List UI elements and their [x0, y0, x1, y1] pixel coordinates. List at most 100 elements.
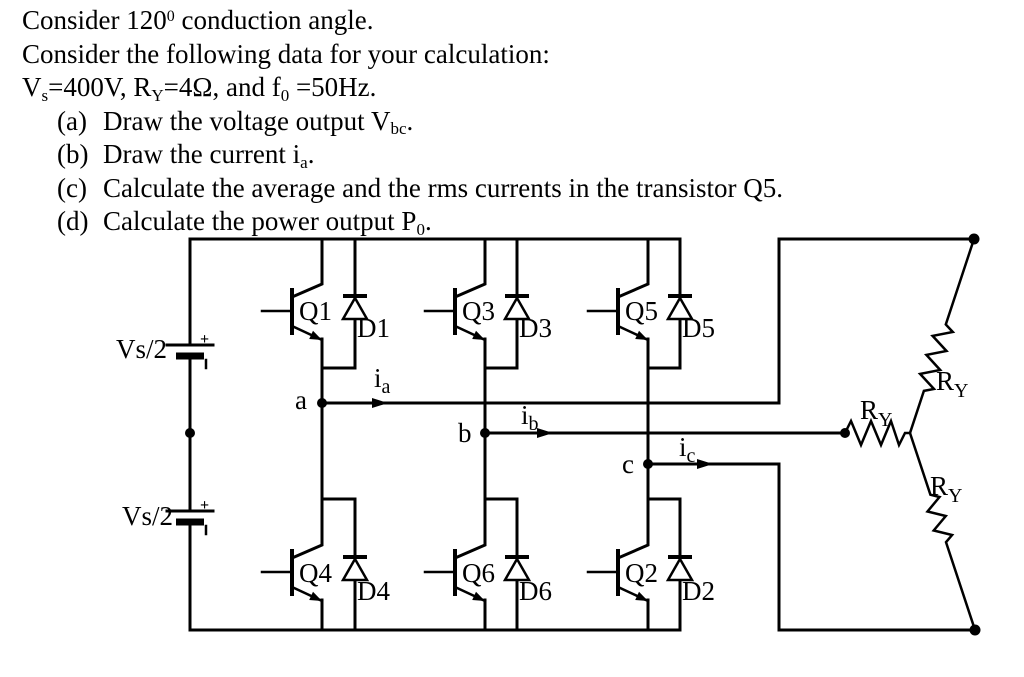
text-segment: . — [424, 206, 432, 236]
current-label-ib: ib — [521, 400, 539, 435]
item-label: (a) — [57, 105, 87, 136]
emitter-jog — [320, 337, 357, 370]
resistor-zigzag — [843, 417, 912, 449]
load-resistor-RY-bottom: RY — [908, 431, 977, 632]
diode-triangle-icon — [340, 295, 370, 321]
text-segment: Calculate the average and the rms curren… — [103, 172, 784, 203]
diode-label-D1: D1 — [357, 313, 390, 343]
transistor-label-Q1: Q1 — [299, 296, 332, 326]
subscript: a — [300, 152, 308, 172]
text-segment: . — [406, 105, 414, 136]
freewheel-diode-D3: D3 — [502, 237, 552, 370]
resistor-zigzag — [908, 431, 977, 632]
diode-label-D3: D3 — [519, 313, 552, 343]
diode-triangle-icon — [340, 556, 370, 582]
plus-polarity-mark: + — [200, 331, 209, 348]
text-segment: Draw the current i — [103, 139, 301, 169]
node-dot-load-b — [840, 428, 850, 438]
phase-line-c — [646, 462, 977, 632]
collector-lead — [290, 497, 324, 560]
node-dot-load-c — [969, 624, 981, 636]
item-label: (c) — [57, 172, 87, 203]
diode-triangle-icon — [665, 295, 695, 321]
problem-line-2: Consider the following data for your cal… — [22, 38, 783, 72]
transistor-label-Q6: Q6 — [462, 558, 495, 588]
dc-bus-bottom-rail — [188, 521, 682, 632]
node-label-a: a — [295, 385, 307, 415]
dc-source-bottom: + Vs/2 — [122, 497, 215, 536]
text-segment: conduction angle. — [174, 5, 374, 35]
collector-lead — [616, 497, 650, 560]
problem-item-a: (a) Draw the voltage output Vbc. — [57, 105, 783, 139]
current-arrow-ib-icon — [537, 428, 553, 438]
diode-label-D6: D6 — [519, 576, 552, 606]
resistor-label-RY: RY — [860, 395, 892, 431]
current-label-ic: ic — [679, 432, 696, 467]
text-segment: Consider 120 — [22, 5, 167, 35]
emitter-arrow-icon — [472, 330, 485, 340]
problem-item-d: (d) Calculate the power output P0. — [57, 205, 783, 239]
diode-label-D5: D5 — [682, 313, 715, 343]
node-label-c: c — [622, 449, 634, 479]
dc-source-top: + Vs/2 — [116, 331, 215, 370]
source-label-vs2-bottom: Vs/2 — [122, 501, 173, 531]
node-label-b: b — [458, 418, 472, 448]
transistor-label-Q5: Q5 — [625, 296, 658, 326]
load-resistor-RY-top: RY — [908, 237, 976, 435]
emitter-jog — [483, 337, 519, 370]
text-segment: Calculate the power output P — [103, 206, 417, 236]
collector-lead — [453, 237, 487, 299]
diode-label-D4: D4 — [357, 576, 390, 606]
resistor-zigzag — [908, 237, 976, 435]
superscript: 0 — [166, 8, 175, 25]
text-segment: =400V, R — [48, 72, 152, 102]
transistor-Q2: Q2 — [586, 497, 682, 632]
resistor-label-RY: RY — [930, 471, 962, 507]
node-dot-a — [317, 398, 327, 408]
plus-polarity-mark: + — [200, 497, 209, 514]
node-dot-dc-midpoint — [185, 428, 195, 438]
collector-lead — [290, 237, 324, 299]
emitter-arrow-icon — [635, 330, 648, 340]
problem-item-b: (b)Draw the current ia. — [57, 138, 783, 172]
problem-line-1: Consider 1200 conduction angle. — [22, 4, 783, 38]
transistor-label-Q2: Q2 — [625, 558, 658, 588]
freewheel-diode-D1: D1 — [340, 237, 390, 370]
text-segment: V — [22, 72, 42, 102]
diode-triangle-icon — [502, 556, 532, 582]
current-arrow-ia-icon — [372, 398, 388, 408]
problem-statement: Consider 1200 conduction angle. Consider… — [22, 4, 783, 239]
emitter-arrow-icon — [635, 591, 648, 601]
transistor-label-Q4: Q4 — [299, 558, 332, 588]
item-label: (d) — [57, 206, 89, 236]
problem-item-c: (c) Calculate the average and the rms cur… — [57, 172, 783, 206]
load-resistor-RY-middle: RY — [843, 395, 912, 449]
resistor-label-RY: RY — [936, 366, 968, 402]
subscript: 0 — [280, 85, 290, 105]
text-segment: Draw the voltage output V — [103, 105, 391, 136]
subscript: Y — [151, 85, 164, 105]
node-dot-b — [480, 428, 490, 438]
current-arrow-ic-icon — [697, 459, 713, 469]
problem-line-3: Vs=400V, RY=4Ω, and f0 =50Hz. — [22, 71, 783, 105]
node-dot-c — [643, 459, 653, 469]
dc-bus-top-rail — [188, 237, 682, 347]
transistor-Q6: Q6 — [423, 497, 519, 632]
source-label-vs2-top: Vs/2 — [116, 334, 167, 364]
transistor-Q5: Q5 — [586, 237, 682, 370]
subscript: 0 — [416, 219, 425, 239]
transistor-Q1: Q1 — [260, 237, 357, 370]
emitter-arrow-icon — [309, 330, 322, 340]
text-segment: =50Hz. — [289, 72, 377, 102]
diode-label-D2: D2 — [682, 576, 715, 606]
current-label-ia: ia — [374, 363, 391, 398]
collector-lead — [453, 497, 487, 560]
transistor-label-Q3: Q3 — [462, 296, 495, 326]
freewheel-diode-D5: D5 — [665, 237, 715, 370]
emitter-jog — [646, 337, 682, 370]
text-segment: Consider the following data for your cal… — [22, 38, 550, 69]
subscript: bc — [390, 119, 407, 139]
freewheel-diode-D4: D4 — [340, 497, 390, 632]
